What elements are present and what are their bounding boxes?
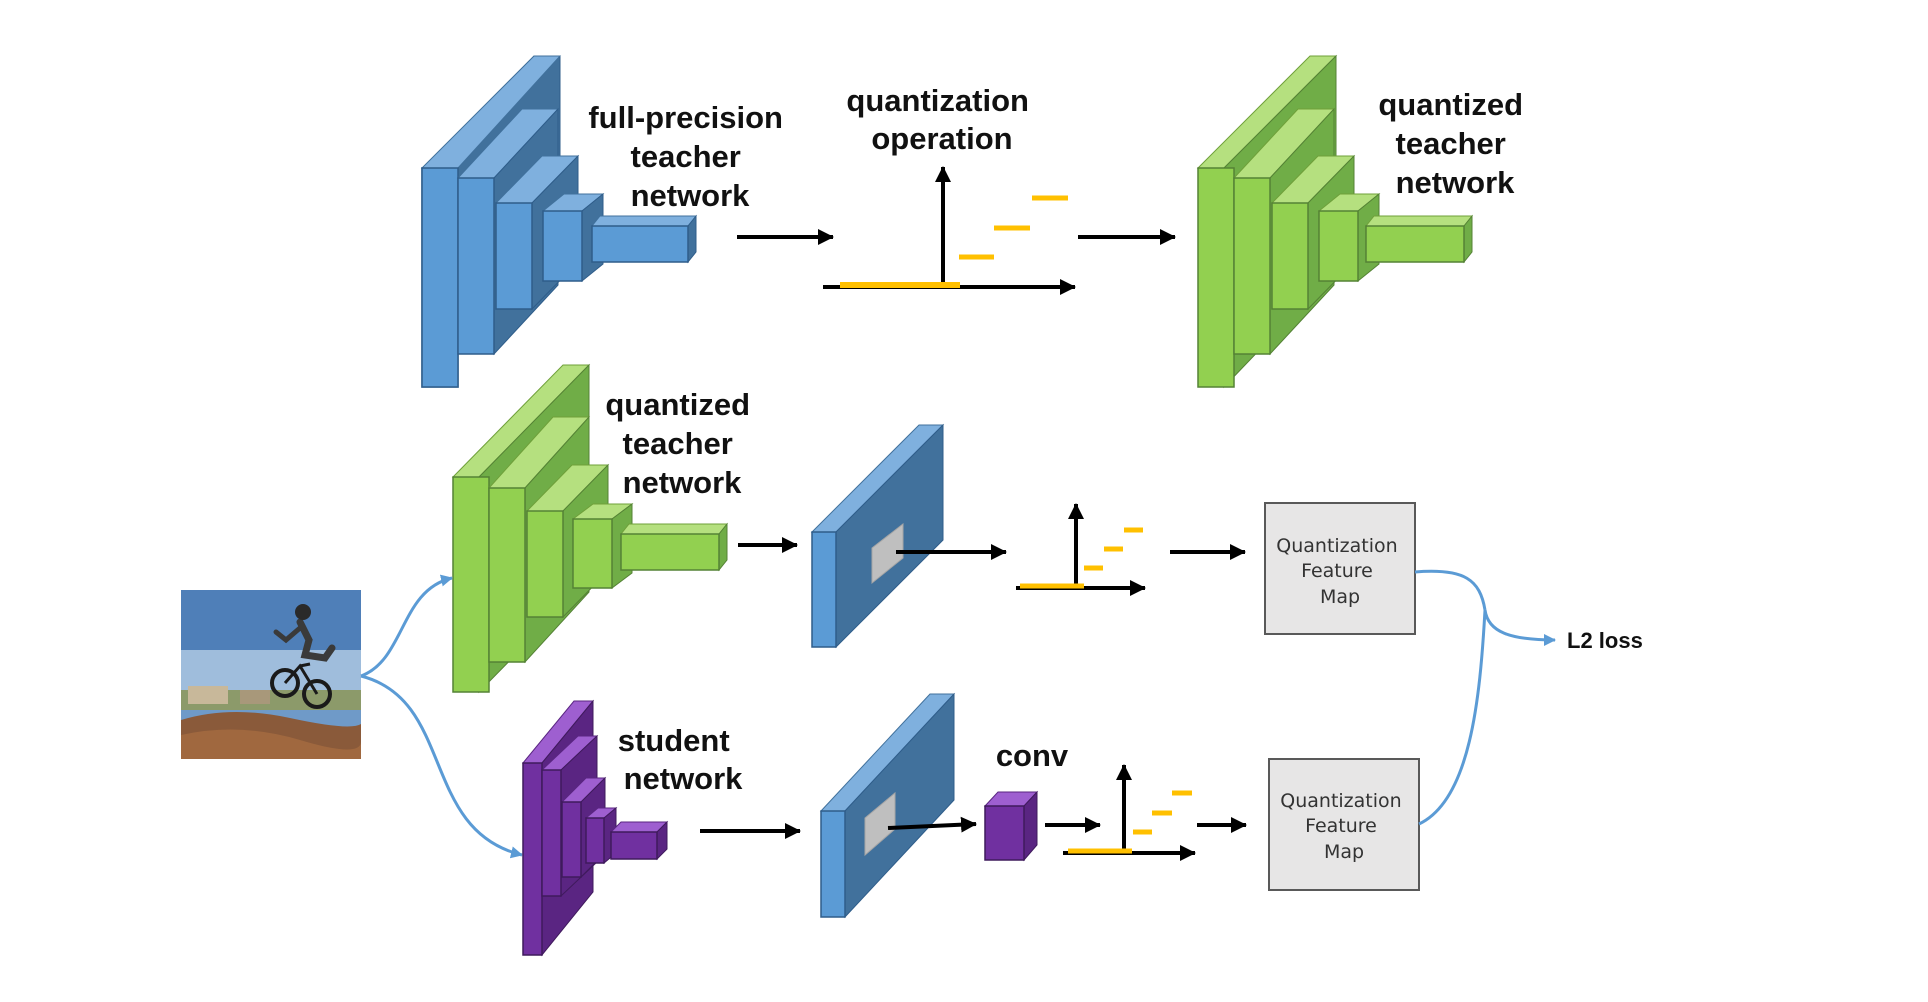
connector-to-student <box>360 674 523 859</box>
teacher-feature-slab <box>810 423 945 649</box>
conv-block <box>983 790 1039 862</box>
connector-student-map-to-loss <box>1418 609 1487 826</box>
connector-to-l2-loss <box>1483 609 1556 646</box>
quantization-operation-label: quantization operation <box>846 83 1037 156</box>
quantized-teacher-network-top <box>1196 54 1474 389</box>
full-precision-teacher-network <box>420 55 698 388</box>
arrow-to-conv <box>887 816 977 833</box>
student-feature-map-box: Quantization Feature Map <box>1268 758 1420 891</box>
teacher-feature-map-box: Quantization Feature Map <box>1264 502 1416 635</box>
quantized-teacher-label-mid: quantized teacher network <box>605 387 758 500</box>
student-network <box>521 699 669 957</box>
student-quantization-plot <box>1063 764 1196 861</box>
student-feature-slab <box>819 692 956 919</box>
svg-text:Quantization Feature: Quantization Feature Map <box>1280 790 1407 863</box>
quantized-teacher-network-mid <box>451 363 729 694</box>
full-precision-label: full-precision teacher network <box>588 100 791 213</box>
connector-teacher-map-to-loss <box>1414 569 1487 611</box>
l2-loss-label: L2 loss <box>1567 628 1643 653</box>
quantized-teacher-label-top: quantized teacher network <box>1378 87 1531 200</box>
student-network-label: student network <box>618 723 743 796</box>
svg-text:Quantization Feature: Quantization Feature Map <box>1276 535 1403 608</box>
input-image <box>181 590 361 759</box>
connector-to-teacher <box>360 574 453 678</box>
conv-label: conv <box>996 738 1069 773</box>
quantization-operation-plot <box>823 166 1076 295</box>
teacher-quantization-plot <box>1016 503 1146 596</box>
